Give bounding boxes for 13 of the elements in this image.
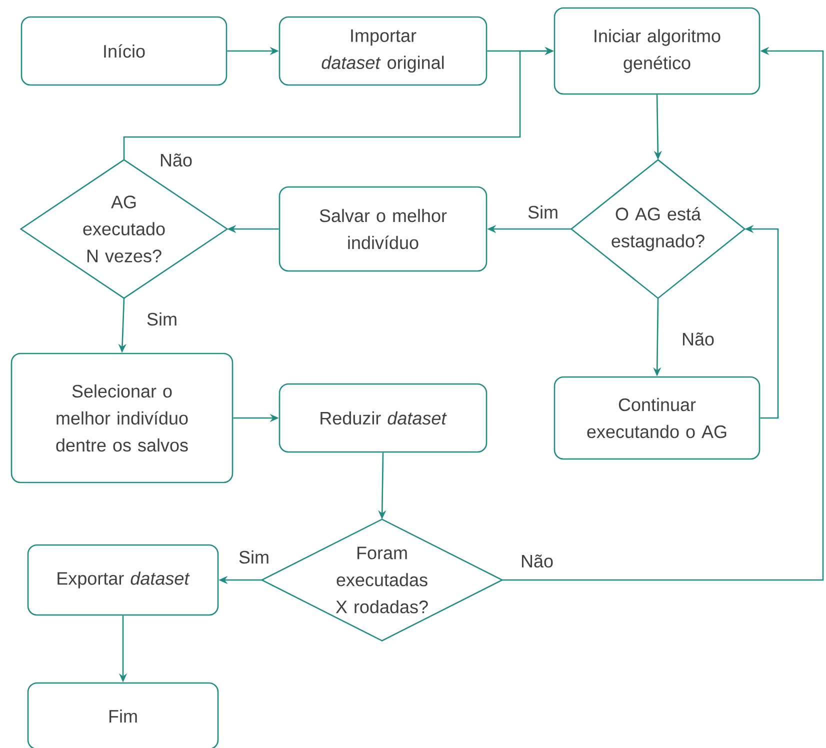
edge-label: Sim	[526, 204, 560, 220]
process-box: Selecionar o melhor indivíduo dentre os salvos	[10, 352, 234, 484]
process-box: Exportar dataset	[27, 544, 219, 616]
process-box: Importar dataset original	[278, 16, 488, 86]
process-box: Salvar o melhor indivíduo	[278, 186, 488, 272]
process-box: Iniciar algoritmo genético	[554, 7, 760, 95]
process-box: Início	[20, 16, 228, 86]
edge-label: Não	[680, 331, 716, 347]
process-box: Reduzir dataset	[278, 383, 488, 453]
process-box: Continuar executando o AG	[554, 376, 760, 460]
edge-label: Sim	[146, 311, 178, 327]
process-box: Fim	[27, 682, 219, 748]
edge-label: Não	[520, 553, 555, 569]
